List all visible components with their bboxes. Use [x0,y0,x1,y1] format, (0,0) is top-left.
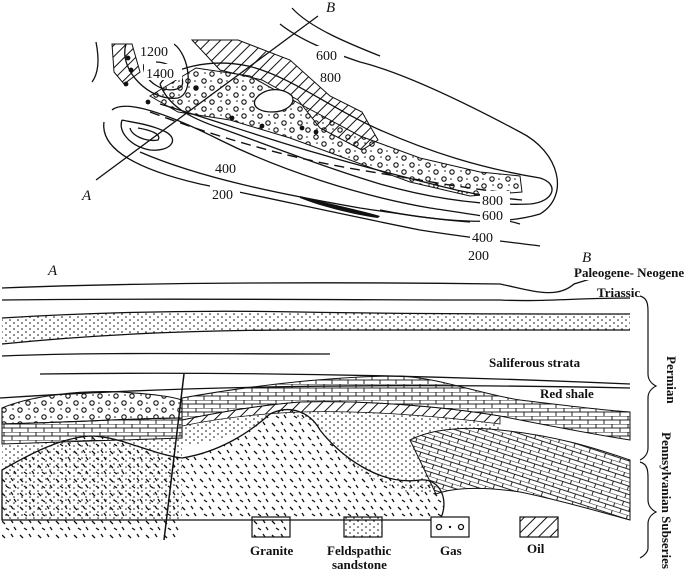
contour-lines [91,7,559,247]
contour-label-1400: 1400 [146,67,174,82]
label-permian: Permian [664,356,679,404]
legend-label-oil: Oil [527,541,545,556]
structure-contour-map: A B 1200 1400 600 800 400 200 800 600 40… [81,0,559,264]
label-saliferous: Saliferous strata [489,355,581,370]
legend-label-sandstone: Feldspathic sandstone [327,543,395,571]
map-label-b: B [326,0,335,16]
contour-label-800-top: 800 [320,71,341,86]
cross-section: A B [0,250,685,569]
contour-label-800-right: 800 [482,194,503,209]
legend-label-gas: Gas [440,543,462,558]
gas-zone [149,67,523,197]
label-red-shale: Red shale [540,386,594,401]
contour-label-400-mid: 400 [215,162,236,177]
legend-swatch-sandstone [343,516,383,538]
contour-label-600-top: 600 [316,49,337,64]
legend-gas-mark-1 [435,523,443,531]
legend: Granite Feldspathic sandstone Gas Oil [250,516,559,571]
section-line-ab [95,15,319,181]
section-label-b: B [582,250,591,266]
contour-label-200-right: 200 [468,249,489,264]
contour-label-200-mid: 200 [212,188,233,203]
stratigraphic-bracket [639,295,658,559]
legend-gas-mark-3 [457,523,465,531]
legend-label-granite: Granite [250,543,294,558]
well-dots [123,55,319,135]
gas-lens [253,89,294,113]
section-label-a: A [47,263,58,279]
dashed-axis [149,111,501,193]
contour-label-400-right: 400 [472,231,493,246]
map-label-a: A [81,188,92,204]
fault-line [163,373,185,541]
legend-gas-mark-2 [448,525,452,529]
label-triassic: Triassic [597,285,640,300]
carbonate-tilted [409,428,631,521]
contour-label-600-right: 600 [482,209,503,224]
legend-swatch-oil [519,516,559,538]
label-paleogene-neogene: Paleogene- Neogene [574,265,684,280]
granite-basement [1,409,445,521]
upper-sandstone-band [2,311,630,344]
oil-zone-west [111,43,141,85]
contour-label-1200: 1200 [140,45,168,60]
thick-lens [300,196,380,218]
granite-lower-fill [2,520,180,540]
label-pennsylvanian: Pennsylvanian Subseries [659,432,674,569]
legend-swatch-granite [251,516,291,538]
